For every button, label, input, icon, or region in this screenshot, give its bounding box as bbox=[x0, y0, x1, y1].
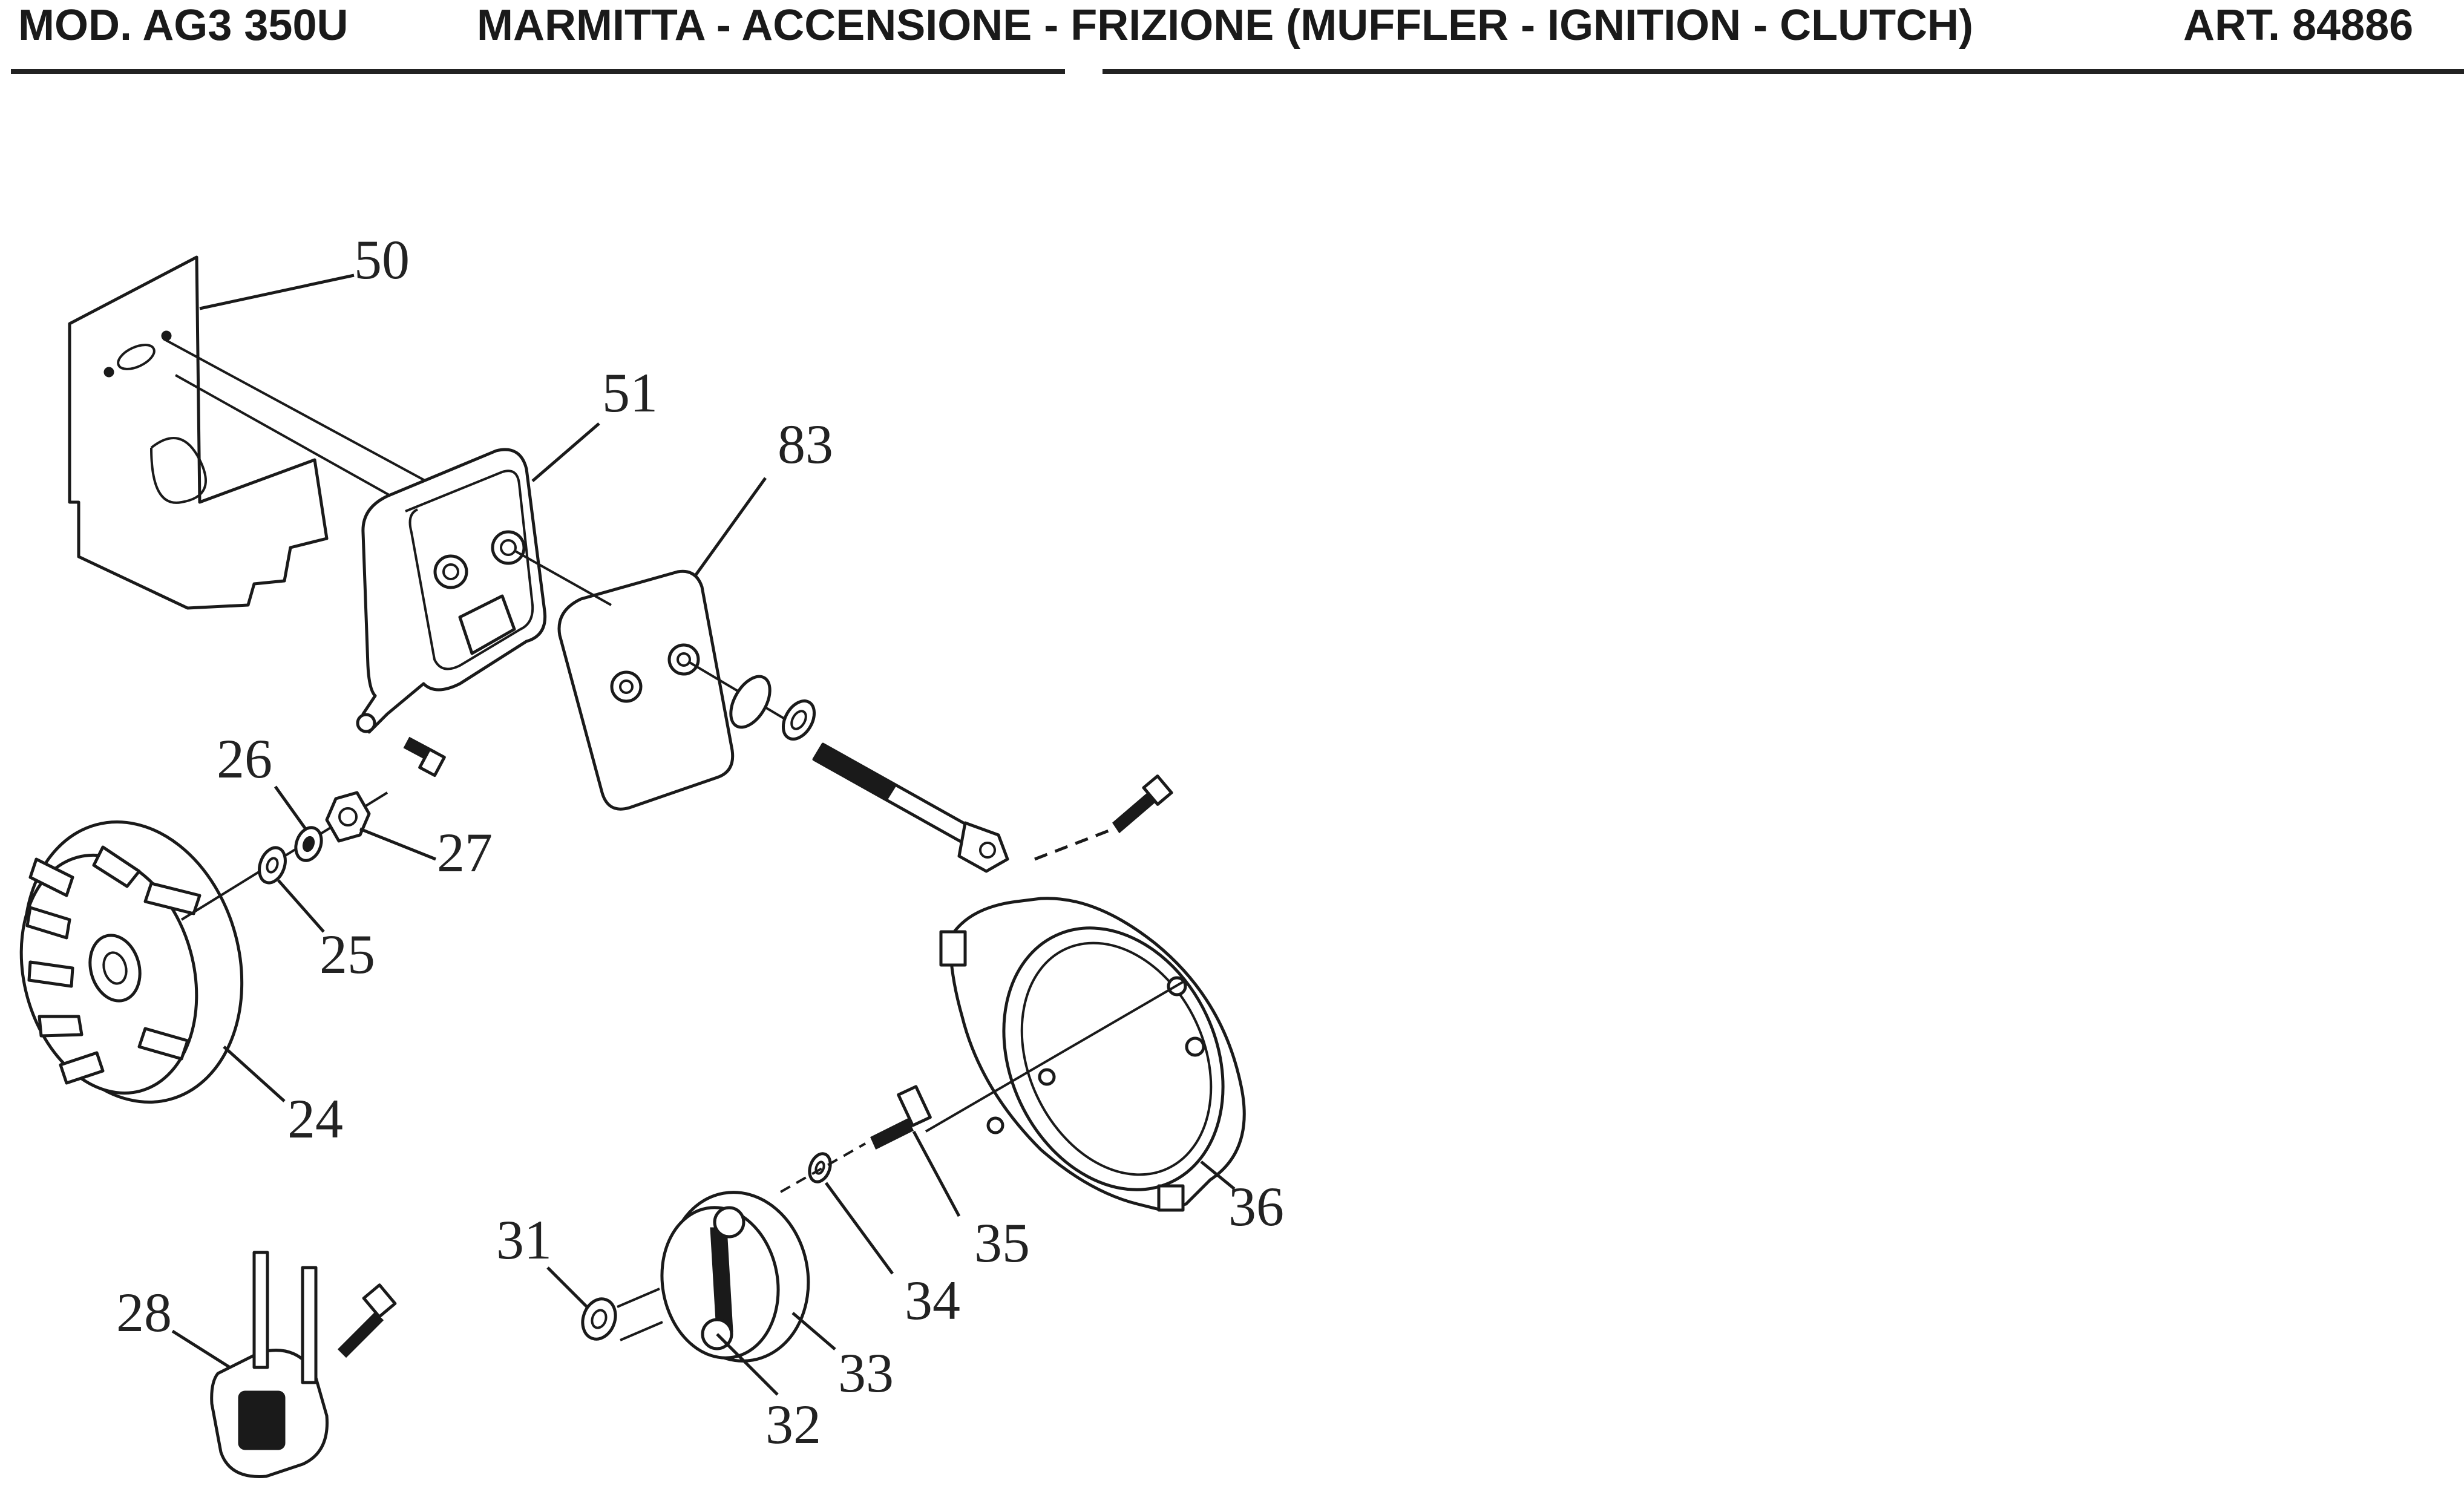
leader-50 bbox=[199, 273, 355, 310]
guide-line-31b bbox=[620, 1321, 663, 1341]
part-27-nut bbox=[325, 791, 371, 843]
part-28-screw bbox=[337, 1283, 397, 1358]
leader-26 bbox=[274, 785, 307, 830]
callout-50: 50 bbox=[354, 229, 410, 290]
callout-27: 27 bbox=[437, 822, 493, 883]
guide-line-31a bbox=[617, 1288, 660, 1308]
part-83-gasket bbox=[557, 569, 735, 811]
leader-83 bbox=[694, 477, 767, 576]
callout-24: 24 bbox=[287, 1088, 343, 1150]
part-36-screw bbox=[1112, 774, 1173, 834]
part-24-flywheel bbox=[19, 820, 244, 1104]
leader-36 bbox=[1200, 1160, 1236, 1190]
part-26-lock-washer bbox=[294, 826, 323, 862]
model-label: MOD. AG3 350U bbox=[18, 1, 349, 50]
callout-36: 36 bbox=[1228, 1176, 1284, 1237]
leader-51 bbox=[531, 422, 600, 482]
guide-line-50b bbox=[175, 374, 424, 516]
callout-32: 32 bbox=[765, 1393, 821, 1455]
callout-25: 25 bbox=[319, 923, 375, 985]
part-51-screw bbox=[403, 736, 446, 777]
part-31-washer bbox=[581, 1297, 617, 1341]
part-50-heat-shield bbox=[68, 255, 329, 610]
page-header: MOD. AG3 350U MARMITTA - ACCENSIONE - FR… bbox=[0, 0, 2464, 85]
callout-26: 26 bbox=[217, 728, 272, 790]
muffler-washers bbox=[729, 675, 816, 741]
article-number: ART. 84886 bbox=[2183, 1, 2414, 50]
part-36-clutch-housing bbox=[939, 897, 1246, 1212]
header-rule-left bbox=[11, 69, 1065, 74]
guide-line-36 bbox=[1034, 827, 1114, 861]
callout-31: 31 bbox=[496, 1209, 552, 1271]
part-33-clutch bbox=[660, 1191, 810, 1363]
callout-83: 83 bbox=[778, 413, 833, 475]
part-34-washer bbox=[808, 1152, 832, 1183]
page-title: MARMITTA - ACCENSIONE - FRIZIONE (MUFFLE… bbox=[477, 1, 1974, 50]
guide-line-34 bbox=[780, 1142, 866, 1193]
part-35-bolt bbox=[870, 1085, 932, 1150]
leader-25 bbox=[277, 879, 325, 933]
leader-35 bbox=[912, 1130, 961, 1217]
leader-32 bbox=[716, 1333, 779, 1396]
part-51-muffler bbox=[356, 448, 547, 734]
header-rule-right bbox=[1103, 69, 2464, 74]
callout-33: 33 bbox=[838, 1342, 894, 1404]
leader-31 bbox=[546, 1266, 588, 1308]
callout-34: 34 bbox=[905, 1269, 960, 1331]
callout-35: 35 bbox=[974, 1212, 1030, 1274]
leader-27 bbox=[359, 827, 436, 861]
part-25-washer bbox=[258, 846, 287, 885]
callout-51: 51 bbox=[602, 362, 658, 424]
guide-line-83 bbox=[514, 549, 612, 606]
leader-34 bbox=[824, 1182, 894, 1275]
leader-24 bbox=[223, 1046, 286, 1102]
callout-28: 28 bbox=[116, 1281, 172, 1343]
guide-line-35 bbox=[925, 979, 1187, 1133]
muffler-long-bolt bbox=[812, 742, 1009, 873]
guide-line-50 bbox=[163, 338, 454, 497]
part-28-ignition-coil bbox=[210, 1251, 329, 1478]
leader-28 bbox=[171, 1329, 231, 1369]
leader-33 bbox=[791, 1312, 836, 1350]
